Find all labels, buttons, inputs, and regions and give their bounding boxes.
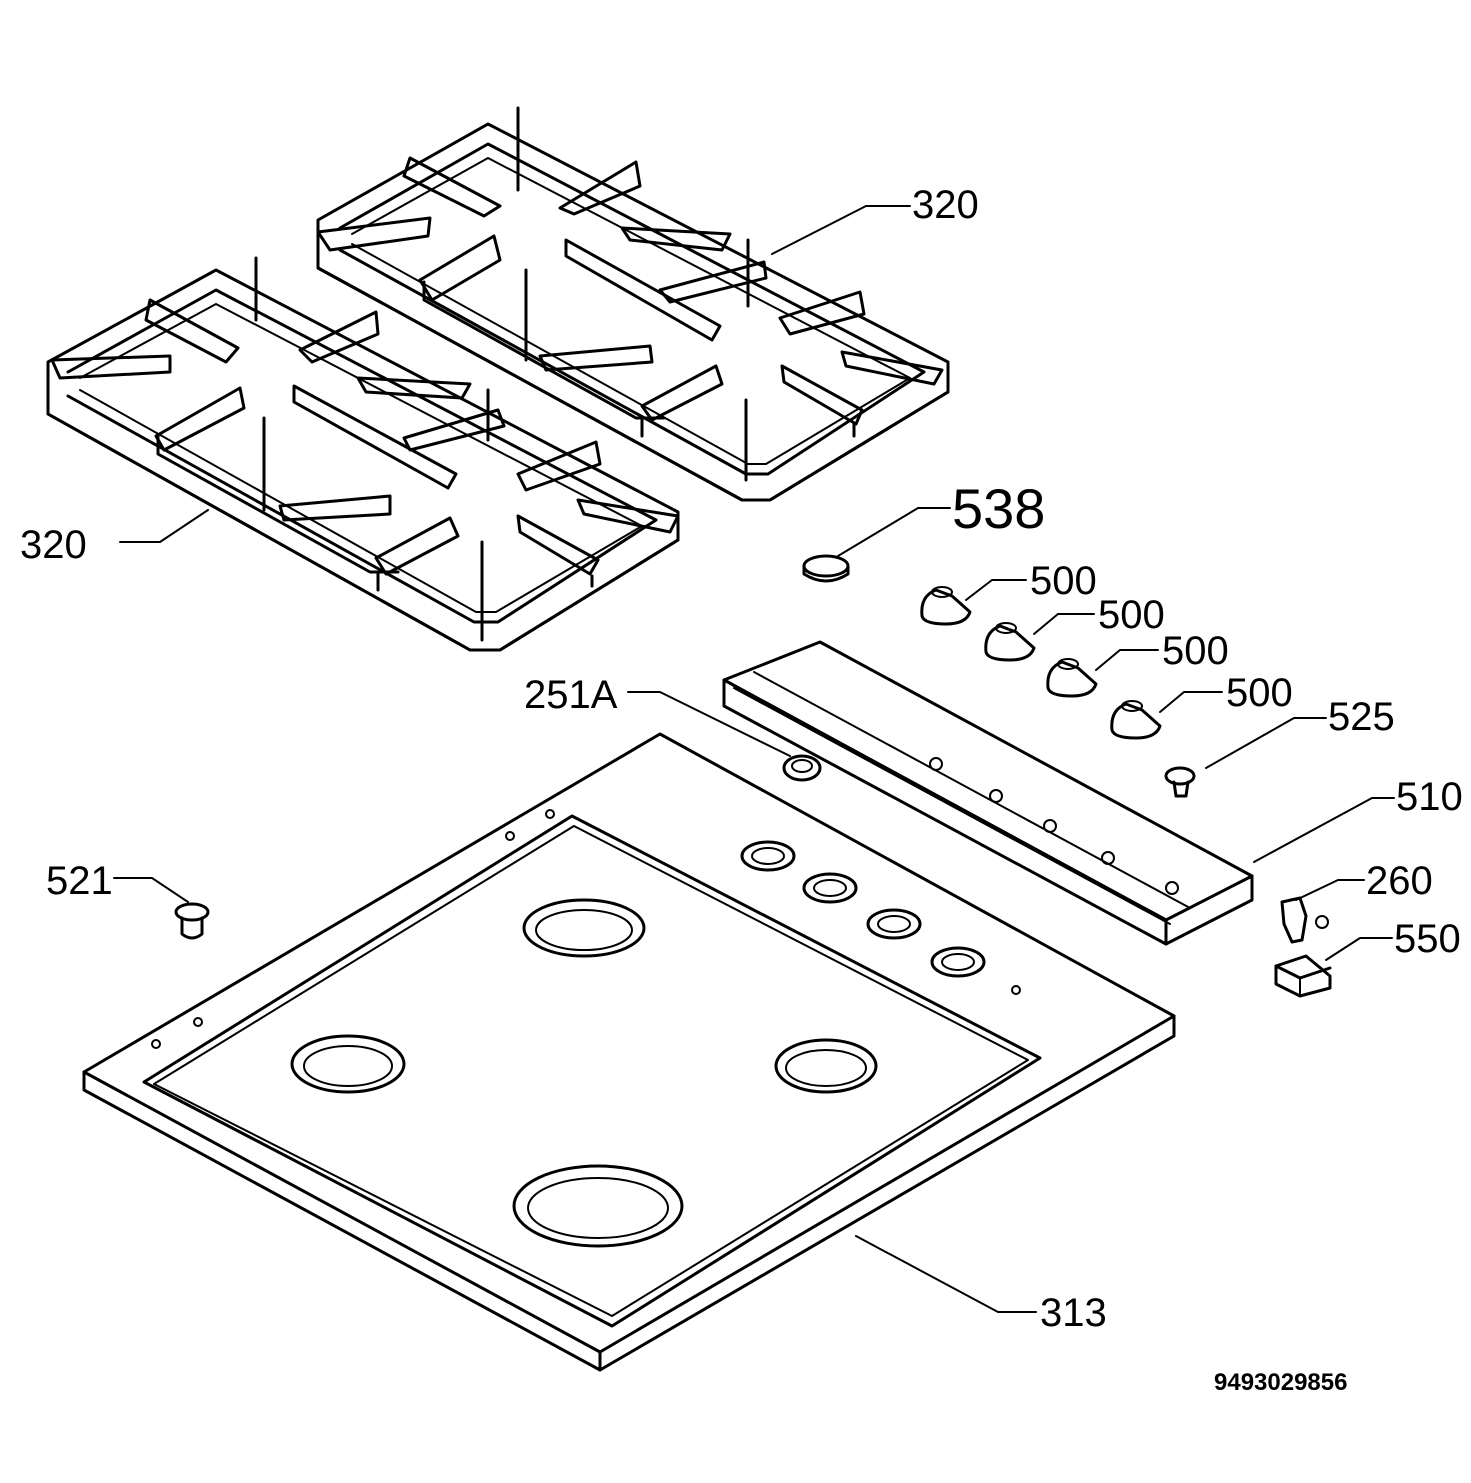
knob-2	[984, 622, 1036, 662]
label-spark-button: 525	[1328, 695, 1395, 739]
grate-right	[316, 106, 950, 502]
spark-button	[1164, 766, 1196, 798]
label-knob-2: 500	[1098, 593, 1165, 637]
label-igniter: 251A	[524, 673, 618, 717]
knob-3	[1046, 658, 1098, 698]
label-grate-left: 320	[20, 523, 87, 567]
label-grate-right: 320	[912, 183, 979, 227]
label-knob-3: 500	[1162, 629, 1229, 673]
hob-burner-rings	[290, 898, 878, 1248]
knob-1	[920, 586, 972, 626]
label-switch: 260	[1366, 859, 1433, 903]
document-number: 9493029856	[1214, 1369, 1347, 1396]
hob-top	[82, 732, 1176, 1372]
igniter-part	[782, 754, 822, 782]
knob-4	[1110, 700, 1162, 740]
label-hob-top: 313	[1040, 1291, 1107, 1335]
control-panel	[722, 640, 1254, 946]
screw-part	[174, 902, 210, 940]
hob-knob-holes	[740, 840, 986, 978]
label-knob-1: 500	[1030, 559, 1097, 603]
label-connector: 550	[1394, 917, 1461, 961]
label-burner-cap: 538	[952, 477, 1045, 540]
burner-cap	[802, 554, 850, 583]
label-knob-4: 500	[1226, 671, 1293, 715]
connector-part	[1274, 954, 1332, 998]
label-control-panel: 510	[1396, 775, 1463, 819]
switch-part	[1280, 896, 1329, 944]
leader-lines	[113, 205, 1395, 1313]
grate-left	[46, 256, 680, 652]
control-knobs	[920, 586, 1162, 740]
label-screw: 521	[46, 859, 113, 903]
